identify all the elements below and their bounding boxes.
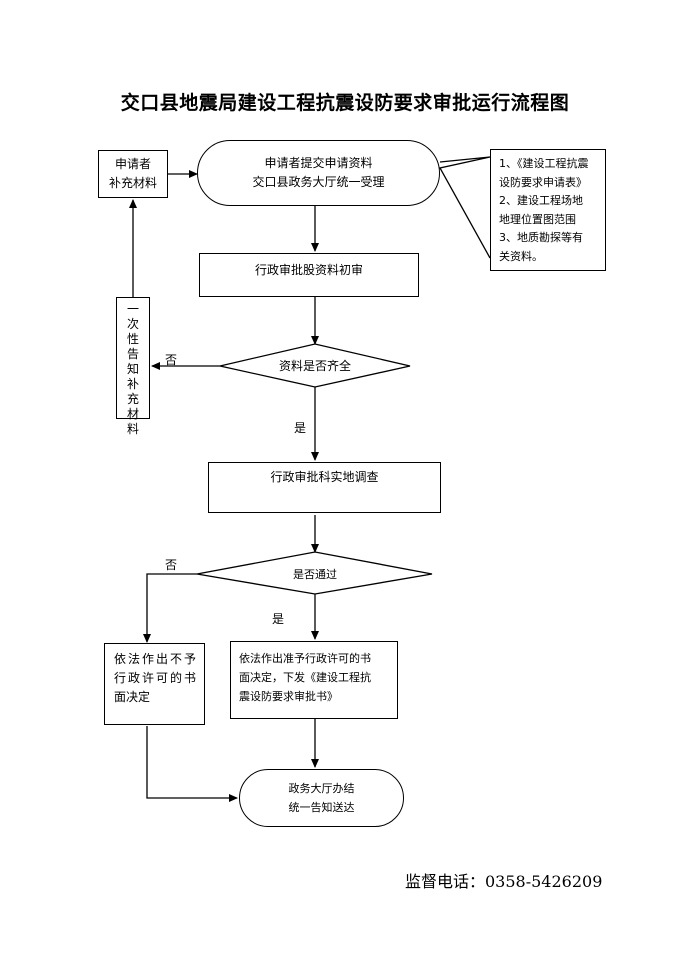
deny-line1: 依法作出不予 bbox=[114, 652, 199, 666]
materials-line4: 地理位置图范围 bbox=[499, 212, 576, 226]
deny-box: 依法作出不予 行政许可的书 面决定 bbox=[104, 643, 205, 725]
edge-label-no-complete: 否 bbox=[165, 353, 178, 367]
notify-once-box: 一次性告知补充材料 bbox=[116, 297, 150, 436]
site-survey-box: 行政审批科实地调查 bbox=[208, 462, 441, 513]
decision-pass-shape bbox=[196, 551, 433, 595]
supplement-box: 申请者 补充材料 bbox=[98, 150, 168, 198]
deny-line3: 面决定 bbox=[114, 690, 151, 704]
callout-start-to-materials bbox=[439, 156, 491, 259]
initial-review-label: 行政审批股资料初审 bbox=[254, 263, 363, 277]
supervision-phone: 监督电话：0358-5426209 bbox=[405, 872, 603, 891]
materials-line6: 关资料。 bbox=[499, 249, 543, 263]
end-line2: 统一告知送达 bbox=[288, 801, 355, 814]
materials-line1: 1、《建设工程抗震 bbox=[499, 157, 589, 170]
site-survey-label: 行政审批科实地调查 bbox=[270, 470, 379, 484]
edge-label-no-pass: 否 bbox=[165, 558, 178, 572]
edge-label-yes-pass: 是 bbox=[272, 612, 285, 626]
arrow-pass-to-deny bbox=[143, 573, 197, 643]
edge-label-yes-complete: 是 bbox=[294, 421, 307, 435]
end-terminal: 政务大厅办结 统一告知送达 bbox=[239, 769, 404, 827]
deny-line2: 行政许可的书 bbox=[114, 671, 199, 685]
approve-line3: 震设防要求审批书》 bbox=[239, 690, 338, 703]
decision-complete-shape bbox=[219, 343, 411, 388]
notify-once-label: 一次性告知补充材料 bbox=[126, 302, 139, 436]
approve-line1: 依法作出准予行政许可的书 bbox=[239, 652, 371, 665]
materials-line5: 3、地质勘探等有 bbox=[499, 231, 583, 244]
supplement-line1: 申请者 bbox=[114, 157, 151, 171]
approve-box: 依法作出准予行政许可的书 面决定，下发《建设工程抗 震设防要求审批书》 bbox=[230, 641, 398, 719]
start-terminal: 申请者提交申请资料 交口县政务大厅统一受理 bbox=[197, 140, 440, 206]
materials-line3: 2、建设工程场地 bbox=[499, 194, 583, 207]
end-line1: 政务大厅办结 bbox=[288, 782, 355, 795]
decision-pass-label: 是否通过 bbox=[293, 568, 337, 581]
start-line2: 交口县政务大厅统一受理 bbox=[252, 175, 385, 189]
materials-note: 1、《建设工程抗震 设防要求申请表》 2、建设工程场地 地理位置图范围 3、地质… bbox=[490, 149, 606, 271]
start-line1: 申请者提交申请资料 bbox=[264, 156, 373, 170]
page-title: 交口县地震局建设工程抗震设防要求审批运行流程图 bbox=[120, 92, 570, 114]
arrow-deny-to-end bbox=[146, 726, 238, 802]
decision-complete-label: 资料是否齐全 bbox=[278, 359, 351, 373]
materials-line2: 设防要求申请表》 bbox=[499, 175, 587, 189]
initial-review-box: 行政审批股资料初审 bbox=[199, 253, 419, 297]
approve-line2: 面决定，下发《建设工程抗 bbox=[239, 671, 371, 684]
supplement-line2: 补充材料 bbox=[108, 176, 157, 190]
